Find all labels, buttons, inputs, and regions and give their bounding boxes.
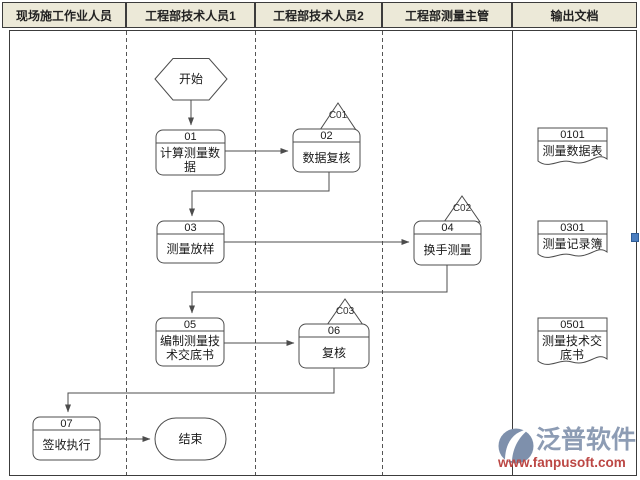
document-shape-0501 [537, 317, 608, 365]
node-03-code: 03 [184, 222, 197, 234]
lane-header-engineering-tech2: 工程部技术人员2 [255, 2, 382, 28]
node-01-label: 计算测量数据 [159, 146, 220, 174]
node-04-code: 04 [441, 222, 454, 234]
lane-header-output-documents: 输出文档 [512, 2, 637, 28]
process-box-07 [32, 416, 101, 461]
document-0101-label: 测量数据表 [542, 144, 603, 158]
process-box-05 [155, 317, 225, 367]
lane-header-label: 工程部技术人员1 [145, 8, 236, 23]
end-shape [154, 417, 227, 461]
lane-header-label: 现场施工作业人员 [15, 8, 112, 23]
lane-header-label: 输出文档 [550, 8, 599, 23]
arrow-06-to-07 [65, 368, 335, 413]
document-0301-code: 0301 [560, 222, 585, 234]
process-box-06 [298, 323, 370, 369]
document-0501-code: 0501 [560, 319, 585, 331]
lane-header-survey-supervisor: 工程部测量主管 [382, 2, 512, 28]
start-label: 开始 [178, 72, 203, 86]
node-05-code: 05 [183, 319, 197, 331]
connector-c01-label: C01 [328, 110, 348, 121]
document-0501-label: 测量技术交底书 [541, 334, 602, 362]
process-box-04 [413, 220, 482, 266]
process-box-01 [155, 129, 226, 176]
node-02-label: 数据复核 [302, 151, 351, 165]
document-shape-0301 [537, 220, 608, 258]
body-frame [9, 30, 637, 476]
connector-c02-label: C02 [452, 203, 472, 214]
process-box-02 [292, 128, 361, 173]
document-0301-label: 测量记录簿 [542, 237, 603, 251]
fanpu-website-url: www.fanpusoft.com [498, 455, 626, 470]
document-shape-0101 [537, 127, 608, 165]
node-03-label: 测量放样 [166, 242, 215, 256]
selection-handle[interactable] [631, 233, 639, 242]
start-shape [154, 58, 228, 101]
lane-header-site-workers: 现场施工作业人员 [2, 2, 126, 28]
process-box-03 [156, 220, 225, 264]
node-06-label: 复核 [321, 346, 346, 360]
fanpu-logo-icon [498, 428, 534, 464]
lane-header-label: 工程部测量主管 [404, 8, 489, 23]
arrow-04-to-05 [189, 265, 448, 314]
lane-header-label: 工程部技术人员2 [273, 8, 364, 23]
arrow-02-to-03 [189, 172, 330, 217]
connector-c03-label: C03 [335, 306, 355, 317]
node-02-code: 02 [320, 130, 333, 142]
node-04-label: 换手测量 [423, 243, 472, 257]
node-07-label: 签收执行 [42, 438, 91, 452]
document-0101-code: 0101 [560, 129, 585, 141]
node-05-label: 编制测量技术交底书 [159, 334, 220, 362]
node-06-code: 06 [327, 325, 341, 337]
lane-header-engineering-tech1: 工程部技术人员1 [126, 2, 255, 28]
end-label: 结束 [178, 432, 203, 446]
fanpu-logo-text: 泛普软件 [536, 426, 637, 454]
node-01-code: 01 [184, 131, 197, 143]
node-07-code: 07 [60, 418, 73, 430]
